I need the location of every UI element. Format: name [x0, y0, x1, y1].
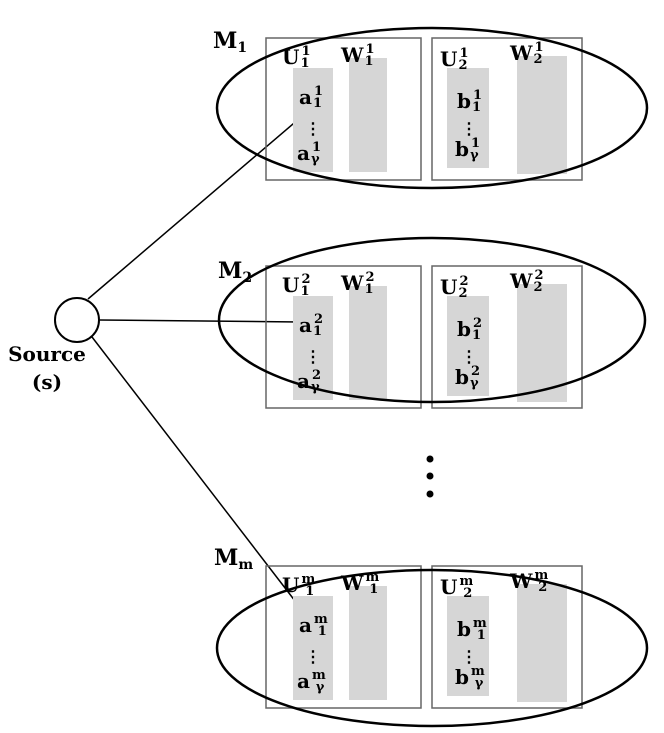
- node-box-2: [431, 37, 583, 181]
- ellipsis-dot: [426, 472, 434, 480]
- ellipsis-dot: [426, 455, 434, 463]
- machine-label: M1: [213, 28, 247, 56]
- source-label: Source: [8, 342, 86, 366]
- machine-label: M2: [218, 258, 252, 286]
- b-ellipsis: ⋮: [461, 347, 477, 366]
- w2-storage: [517, 584, 567, 702]
- u2-storage: [447, 68, 489, 168]
- source-sub-label: (s): [32, 370, 62, 394]
- node-box-2: [431, 565, 583, 709]
- machine-ellipse: [217, 236, 647, 404]
- w2-storage: [517, 56, 567, 174]
- source-node: [54, 297, 100, 343]
- w1-storage: [349, 586, 387, 700]
- link-source-mm: [91, 336, 303, 611]
- link-source-m2: [98, 319, 301, 323]
- u1-storage: [293, 296, 333, 400]
- a-ellipsis: ⋮: [305, 647, 321, 666]
- ellipsis-dot: [426, 490, 434, 498]
- u1-storage: [293, 596, 333, 700]
- node-box-2: [431, 265, 583, 409]
- node-box-1: [265, 565, 422, 709]
- machine-ellipse: [215, 26, 649, 190]
- w1-storage: [349, 286, 387, 400]
- machine-ellipse: [215, 568, 649, 728]
- machine-label: Mm: [214, 545, 253, 573]
- node-box-1: [265, 265, 422, 409]
- u2-storage: [447, 596, 489, 696]
- w1-storage: [349, 58, 387, 172]
- u1-storage: [293, 68, 333, 172]
- w2-storage: [517, 284, 567, 402]
- b-ellipsis: ⋮: [461, 647, 477, 666]
- link-source-m1: [87, 117, 301, 300]
- u2-storage: [447, 296, 489, 396]
- a-ellipsis: ⋮: [305, 119, 321, 138]
- a-ellipsis: ⋮: [305, 347, 321, 366]
- b-ellipsis: ⋮: [461, 119, 477, 138]
